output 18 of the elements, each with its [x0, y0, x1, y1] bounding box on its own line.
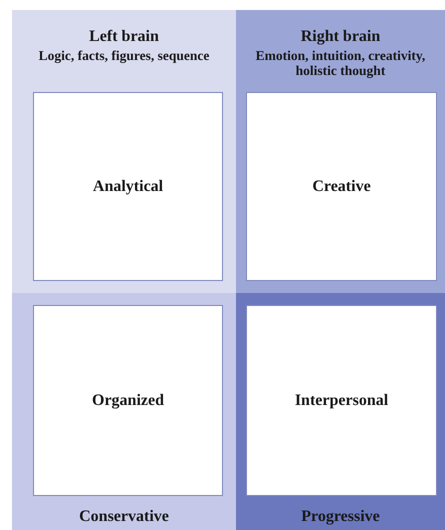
category-box — [246, 305, 437, 496]
category-box — [33, 305, 223, 496]
quadrant-description: Logic, facts, figures, sequence — [38, 48, 210, 63]
quadrant-description: Emotion, intuition, creativity, holistic thought — [254, 48, 426, 78]
category-label: Creative — [312, 178, 371, 196]
quadrant-heading: Left brain — [88, 28, 160, 46]
category-box — [33, 92, 223, 281]
quadrant-panel — [12, 10, 236, 293]
category-label: Organized — [92, 392, 164, 410]
quadrant-heading: Conservative — [78, 508, 170, 526]
quadrant-panel — [236, 10, 445, 293]
category-box — [246, 92, 437, 281]
quadrant-heading: Right brain — [300, 28, 382, 46]
quadrant-panel — [236, 293, 445, 530]
quadrant-panel — [12, 293, 236, 530]
category-label: Interpersonal — [294, 392, 388, 410]
category-label: Analytical — [92, 178, 164, 196]
quadrant-heading: Progressive — [300, 508, 381, 526]
